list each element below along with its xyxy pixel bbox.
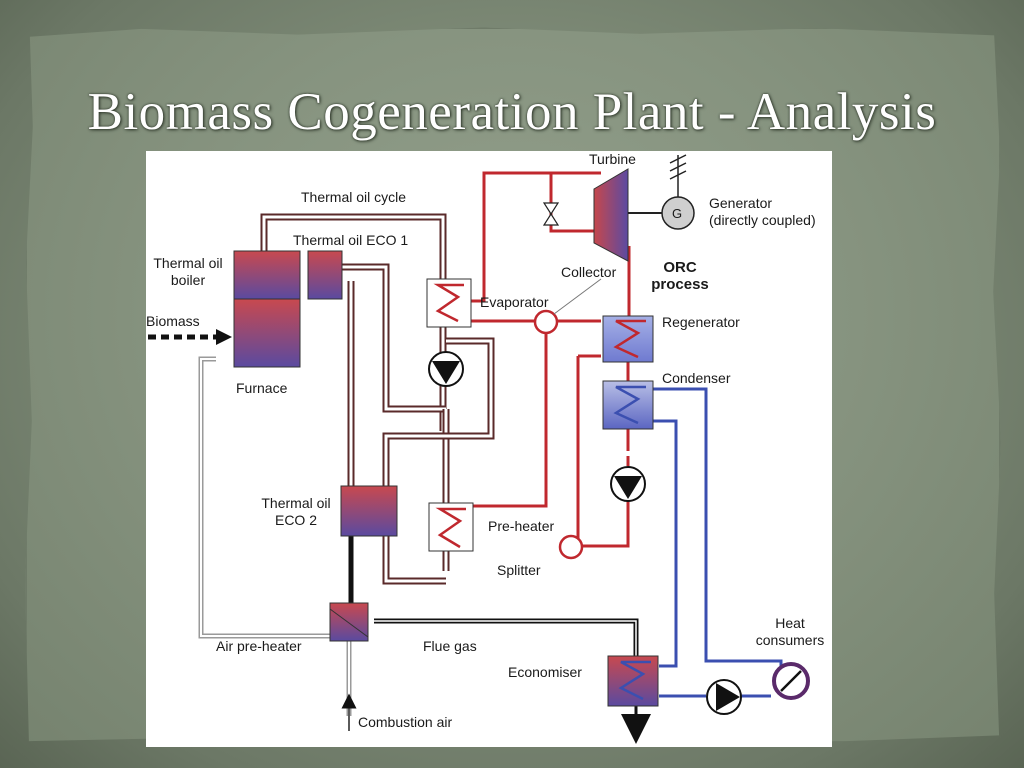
label-splitter: Splitter	[497, 562, 541, 578]
thermal-oil-boiler-icon	[233, 250, 301, 300]
label-turbine: Turbine	[589, 151, 636, 167]
label-evaporator: Evaporator	[480, 294, 549, 310]
process-diagram: Turbine Generator (directly coupled) G T…	[146, 151, 832, 747]
label-thermal-oil-boiler: Thermal oil boiler	[153, 255, 223, 288]
collector-leader	[553, 278, 602, 315]
label-thermal-oil-eco2: Thermal oil ECO 2	[261, 495, 331, 528]
label-biomass: Biomass	[146, 313, 200, 329]
district-heating-lines	[653, 387, 798, 698]
label-furnace: Furnace	[236, 380, 288, 396]
label-combustion-air: Combustion air	[358, 714, 453, 730]
label-generator: Generator (directly coupled)	[709, 195, 816, 228]
label-economiser: Economiser	[508, 664, 582, 680]
label-air-pre-heater: Air pre-heater	[216, 638, 302, 654]
orc-pump-icon	[610, 466, 646, 502]
label-condenser: Condenser	[662, 370, 731, 386]
label-thermal-oil-eco1: Thermal oil ECO 1	[293, 232, 409, 248]
pre-heater-icon	[428, 502, 474, 552]
label-orc-process: ORC process	[651, 259, 709, 293]
collector-node	[533, 309, 559, 335]
thermal-oil-eco2-icon	[340, 485, 398, 537]
label-regenerator: Regenerator	[662, 314, 740, 330]
heat-consumers-icon	[772, 662, 810, 700]
generator-output-icon	[669, 154, 687, 197]
thermal-oil-pump-icon	[428, 351, 464, 387]
splitter-node	[558, 534, 584, 560]
flue-gas-lines	[374, 618, 651, 744]
label-thermal-oil-cycle: Thermal oil cycle	[301, 189, 407, 205]
label-flue-gas: Flue gas	[423, 638, 477, 654]
air-pre-heater-icon	[329, 602, 369, 642]
label-heat-consumers: Heat consumers	[755, 615, 825, 648]
thermal-oil-lines	[260, 213, 495, 621]
thermal-oil-eco1-icon	[307, 250, 343, 300]
heating-pump-icon	[706, 679, 742, 715]
slide-title: Biomass Cogeneration Plant - Analysis	[87, 83, 937, 141]
diagram-graphics	[148, 154, 810, 744]
condenser-icon	[602, 380, 654, 430]
label-pre-heater: Pre-heater	[488, 518, 555, 534]
furnace-icon	[233, 298, 301, 368]
label-collector: Collector	[561, 264, 617, 280]
turbine-icon	[593, 168, 629, 262]
biomass-arrow-head	[216, 329, 232, 345]
economiser-icon	[607, 655, 659, 707]
regenerator-icon	[602, 315, 654, 363]
combustion-air-lines	[198, 356, 357, 731]
label-generator-symbol: G	[672, 206, 683, 221]
bypass-valve-icon	[542, 202, 560, 226]
evaporator-icon	[426, 278, 472, 328]
